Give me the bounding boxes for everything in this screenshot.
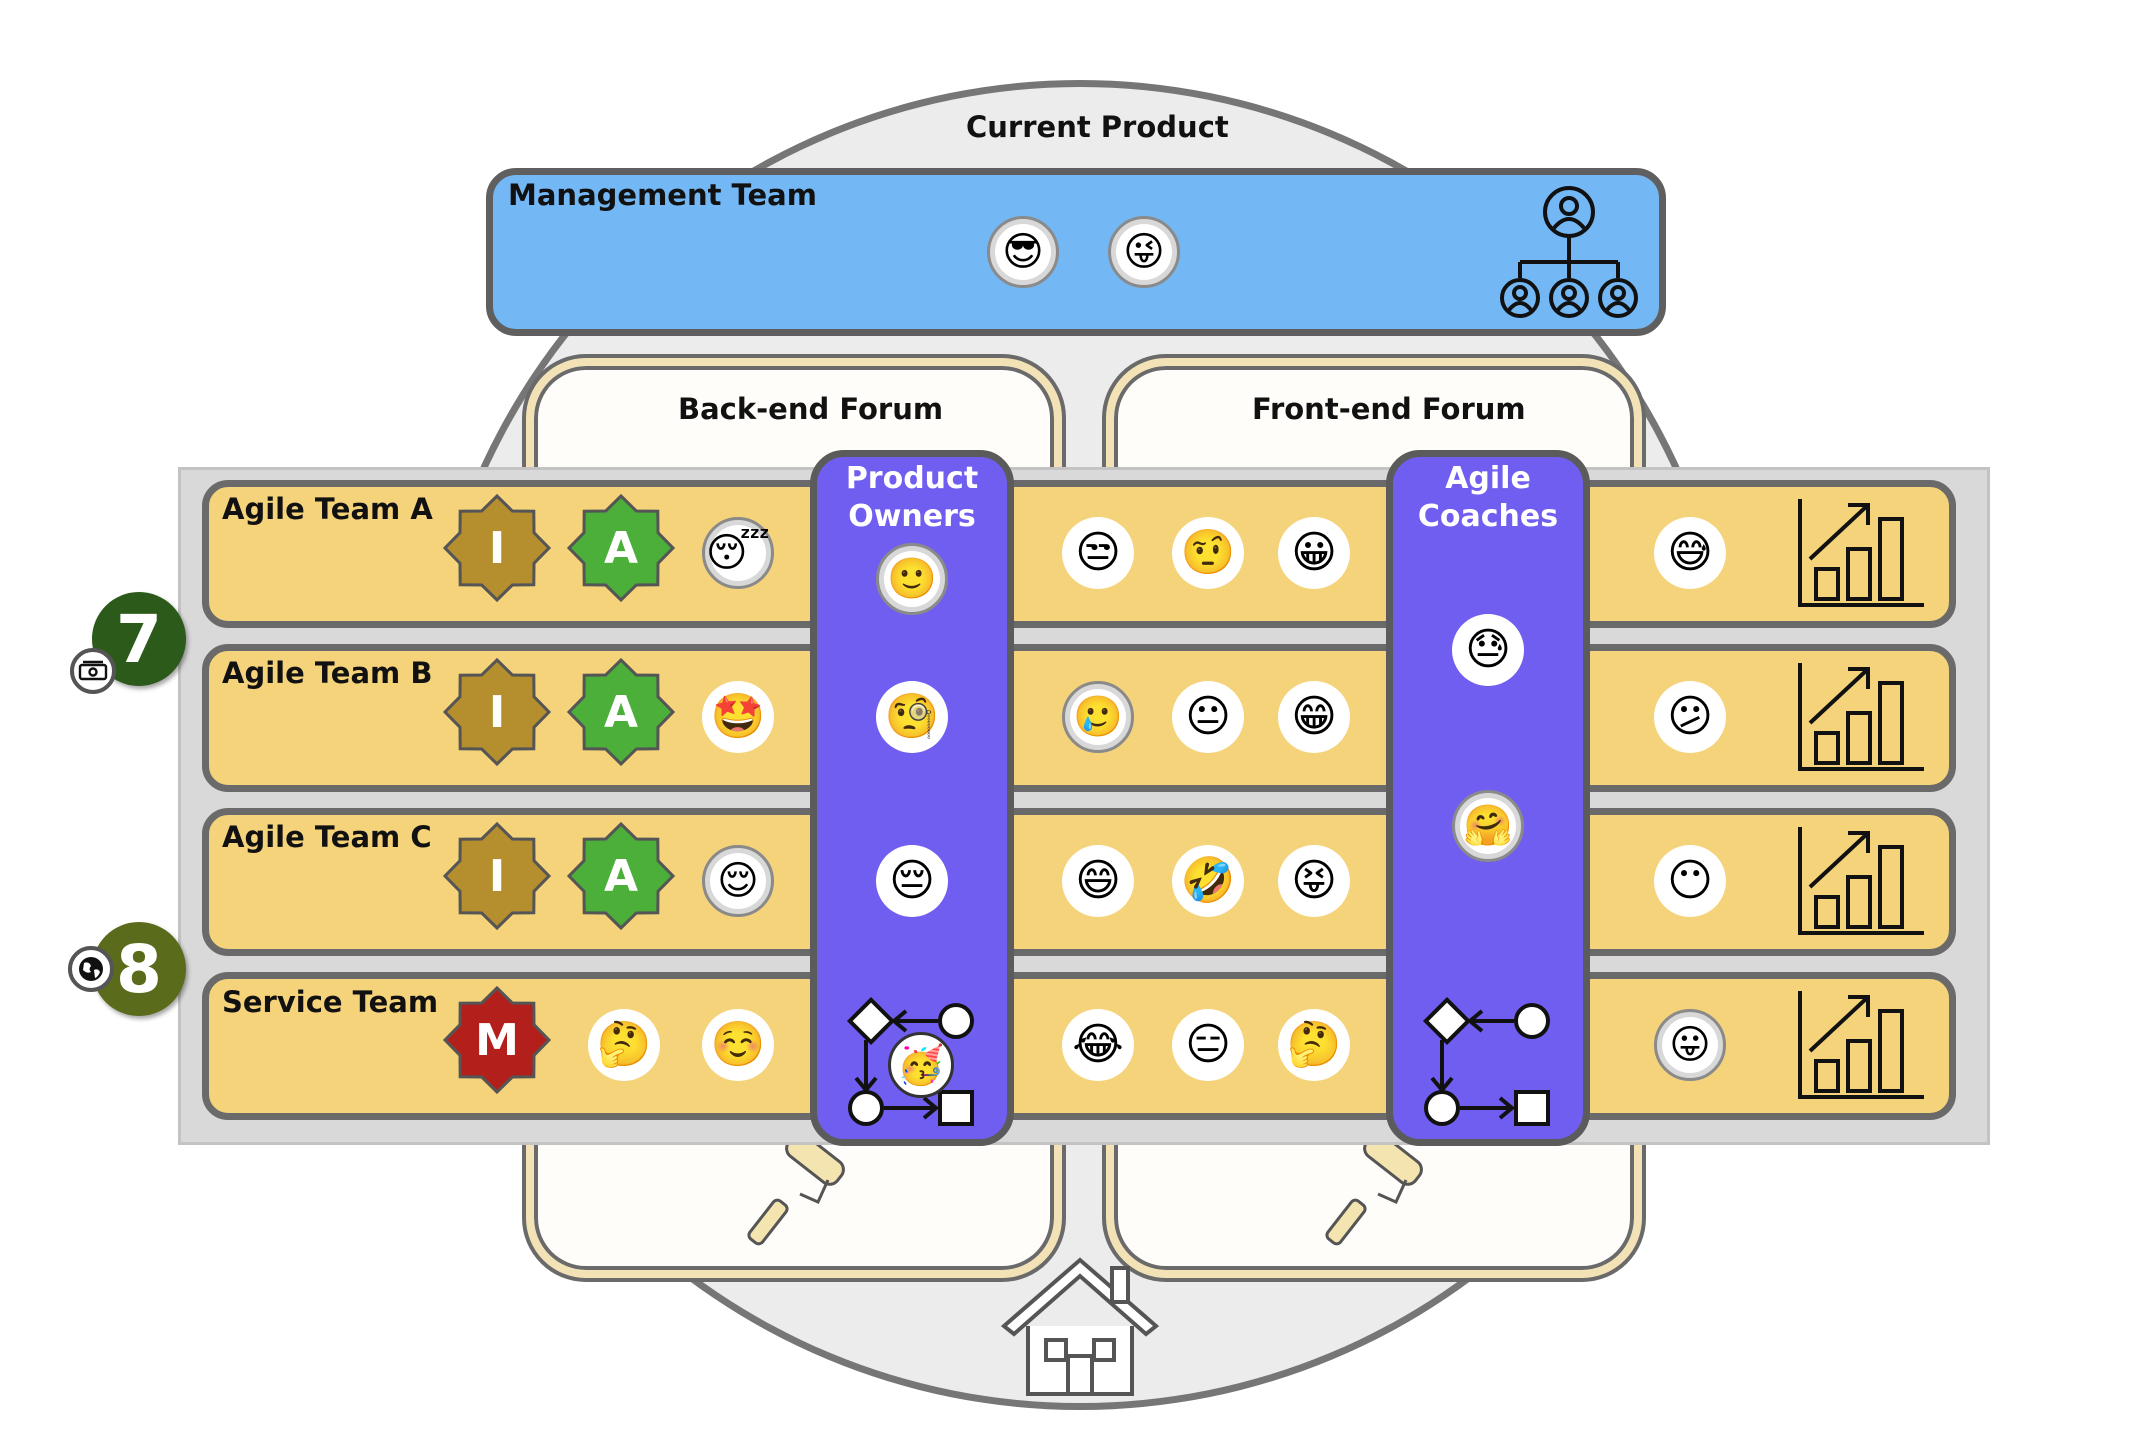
badge-m: M bbox=[442, 985, 552, 1095]
marker-badge-7[interactable]: 7 bbox=[92, 592, 186, 686]
growth-chart-icon bbox=[1796, 825, 1926, 941]
money-icon bbox=[70, 648, 116, 694]
workflow-icon bbox=[1422, 996, 1550, 1126]
frontend-forum-title: Front-end Forum bbox=[1252, 392, 1526, 426]
team-name: Agile Team C bbox=[222, 820, 432, 854]
team-member[interactable]: 😑 bbox=[1172, 1009, 1244, 1081]
badge-i: I bbox=[442, 657, 552, 767]
badge-letter: M bbox=[475, 1015, 519, 1066]
team-member[interactable]: 🤔 bbox=[1278, 1009, 1350, 1081]
product-owner-member[interactable]: 🙂 bbox=[876, 543, 948, 615]
org-chart-icon bbox=[1500, 186, 1638, 318]
paint-roller-icon bbox=[1325, 1140, 1423, 1246]
badge-a: A bbox=[566, 657, 676, 767]
member-emoji: 🙂 bbox=[884, 551, 940, 607]
team-member[interactable]: 😐 bbox=[1172, 681, 1244, 753]
member-emoji: 😌 bbox=[710, 853, 766, 909]
team-member[interactable]: 🤣 bbox=[1172, 845, 1244, 917]
column-title-line: Coaches bbox=[1417, 499, 1559, 534]
badge-letter: A bbox=[604, 523, 638, 574]
badge-letter: I bbox=[489, 523, 505, 574]
team-member[interactable]: 🤩 bbox=[702, 681, 774, 753]
team-member[interactable]: 😄 bbox=[1062, 845, 1134, 917]
badge-a: A bbox=[566, 821, 676, 931]
team-member[interactable]: 😕 bbox=[1654, 681, 1726, 753]
team-member[interactable]: 😝 bbox=[1278, 845, 1350, 917]
team-member[interactable]: 😒 bbox=[1062, 517, 1134, 589]
product-owners-title: Product Owners bbox=[810, 460, 1014, 536]
team-member[interactable]: 😶 bbox=[1654, 845, 1726, 917]
management-team-box[interactable] bbox=[486, 168, 1666, 336]
member-emoji: 😜 bbox=[1116, 224, 1172, 280]
workflow-icon bbox=[846, 996, 974, 1126]
team-member[interactable]: ☺️ bbox=[702, 1009, 774, 1081]
team-member[interactable]: 😅 bbox=[1654, 517, 1726, 589]
growth-chart-icon bbox=[1796, 497, 1926, 613]
member-emoji: 😴 bbox=[706, 525, 770, 581]
agile-coach-member[interactable]: 😓 bbox=[1452, 614, 1524, 686]
team-member[interactable]: 😴 bbox=[702, 517, 774, 589]
column-title-line: Agile bbox=[1445, 461, 1531, 496]
agile-coaches-title: Agile Coaches bbox=[1386, 460, 1590, 536]
backend-forum-title: Back-end Forum bbox=[678, 392, 944, 426]
member-emoji: 🤗 bbox=[1460, 798, 1516, 854]
team-name: Agile Team B bbox=[222, 656, 433, 690]
team-member[interactable]: 😌 bbox=[702, 845, 774, 917]
product-owner-member[interactable]: 🧐 bbox=[876, 681, 948, 753]
team-member[interactable]: 🤨 bbox=[1172, 517, 1244, 589]
product-owner-member[interactable]: 😔 bbox=[876, 845, 948, 917]
globe-icon bbox=[68, 946, 114, 992]
badge-letter: I bbox=[489, 851, 505, 902]
team-name: Agile Team A bbox=[222, 492, 433, 526]
badge-letter: I bbox=[489, 687, 505, 738]
badge-letter: A bbox=[604, 687, 638, 738]
growth-chart-icon bbox=[1796, 989, 1926, 1105]
paint-roller-icon bbox=[747, 1140, 845, 1246]
management-member-2[interactable]: 😜 bbox=[1108, 216, 1180, 288]
team-member[interactable]: 🤔 bbox=[588, 1009, 660, 1081]
column-title-line: Product bbox=[845, 461, 979, 496]
team-member[interactable]: 🥲 bbox=[1062, 681, 1134, 753]
management-team-title: Management Team bbox=[508, 178, 817, 212]
badge-a: A bbox=[566, 493, 676, 603]
team-member[interactable]: 😂 bbox=[1062, 1009, 1134, 1081]
member-emoji: 😛 bbox=[1662, 1017, 1718, 1073]
team-name: Service Team bbox=[222, 985, 439, 1019]
team-member[interactable]: 😀 bbox=[1278, 517, 1350, 589]
team-member[interactable]: 😛 bbox=[1654, 1009, 1726, 1081]
badge-i: I bbox=[442, 493, 552, 603]
management-member-1[interactable]: 😎 bbox=[987, 216, 1059, 288]
product-title: Current Product bbox=[966, 110, 1229, 144]
member-emoji: 😎 bbox=[995, 224, 1051, 280]
column-title-line: Owners bbox=[848, 499, 976, 534]
badge-letter: A bbox=[604, 851, 638, 902]
growth-chart-icon bbox=[1796, 661, 1926, 777]
agile-coach-member[interactable]: 🤗 bbox=[1452, 790, 1524, 862]
house-icon bbox=[1000, 1257, 1160, 1396]
member-emoji: 🥲 bbox=[1070, 689, 1126, 745]
badge-i: I bbox=[442, 821, 552, 931]
team-member[interactable]: 😁 bbox=[1278, 681, 1350, 753]
product-owner-member[interactable]: 🥳 bbox=[888, 1032, 954, 1098]
